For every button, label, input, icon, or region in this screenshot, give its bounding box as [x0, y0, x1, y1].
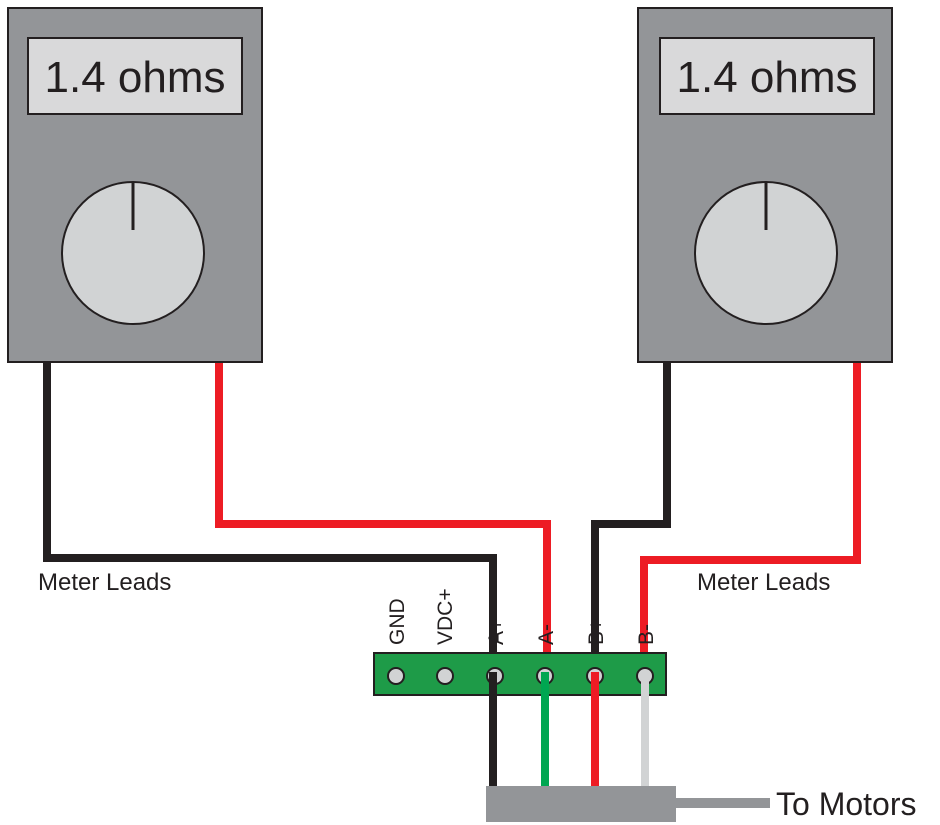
left-multimeter: 1.4 ohms [7, 7, 263, 363]
terminal-board [373, 652, 667, 696]
meter-display [27, 37, 243, 115]
pin-label-b-minus: B- [635, 624, 658, 645]
terminal-block [373, 652, 667, 700]
right-meter-black-lead [591, 340, 671, 678]
left-meter-black-lead [43, 340, 497, 678]
pin-label-b-plus: B+ [585, 619, 608, 645]
terminal-pin-labels: GND VDC+ A+ A- B+ B- [386, 588, 658, 645]
pin-label-vdc: VDC+ [434, 588, 457, 645]
meter-leads [43, 340, 861, 678]
left-meter-leads-label: Meter Leads [38, 569, 171, 596]
right-meter-leads-label: Meter Leads [697, 569, 830, 596]
pin-label-gnd: GND [386, 598, 409, 645]
right-meter-red-lead [640, 340, 861, 678]
motor-cable [676, 798, 770, 808]
right-multimeter: 1.4 ohms [637, 7, 893, 363]
meter-display [659, 37, 875, 115]
meter-reading: 1.4 ohms [677, 53, 858, 102]
terminal-vdc[interactable] [436, 667, 454, 685]
meter-reading: 1.4 ohms [45, 53, 226, 102]
pin-label-a-plus: A+ [485, 619, 508, 645]
motor-connector [486, 786, 676, 822]
left-meter-red-lead [215, 340, 551, 678]
pin-label-a-minus: A- [535, 624, 558, 645]
terminal-gnd[interactable] [387, 667, 405, 685]
to-motors-label: To Motors [776, 786, 916, 822]
